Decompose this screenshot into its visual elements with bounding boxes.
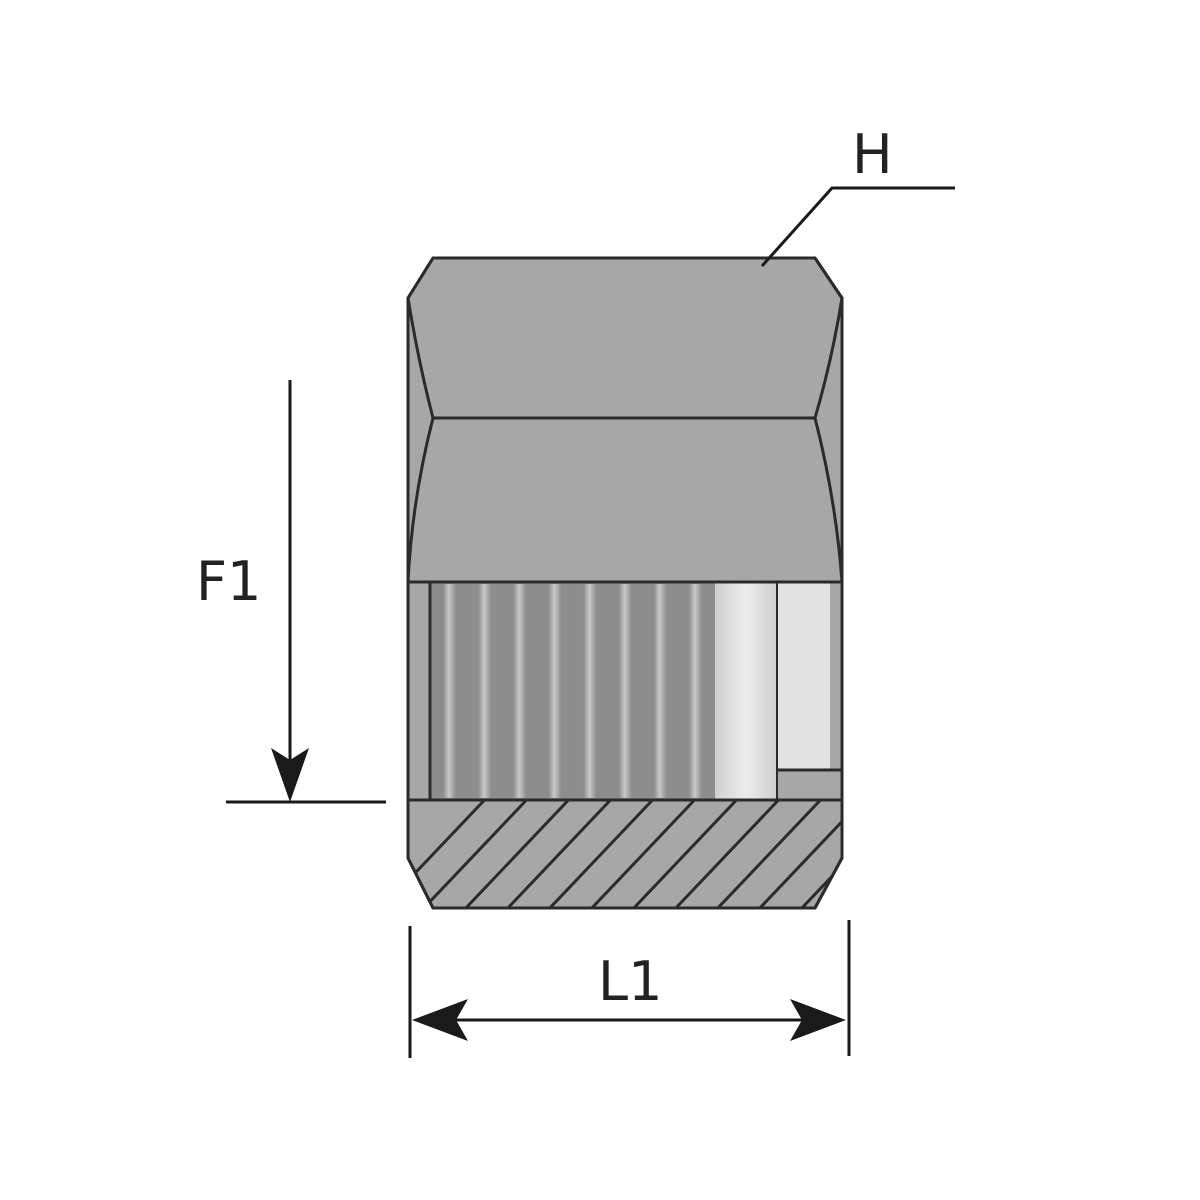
hatch-line <box>588 800 696 908</box>
hex-width-label: H <box>852 123 893 186</box>
thread-ridge <box>583 584 597 798</box>
thread-ridge <box>654 584 667 798</box>
section-hatching <box>408 800 989 910</box>
hatch-line <box>798 800 842 908</box>
hatch-line <box>546 800 654 908</box>
hex-width-leader <box>760 186 955 268</box>
thread-ridges <box>443 584 702 798</box>
thread-arrowhead-icon <box>271 748 309 802</box>
hatch-line <box>672 800 780 908</box>
bore-step <box>777 582 830 770</box>
nut-outline <box>406 256 844 910</box>
hatch-line <box>840 800 842 908</box>
length-arrowhead-right-icon <box>790 999 846 1041</box>
hatch-line <box>504 800 612 908</box>
relief-groove <box>715 582 777 800</box>
length-arrowhead-left-icon <box>412 999 468 1041</box>
hatch-line <box>756 800 842 908</box>
thread-ridge <box>689 584 702 798</box>
length-label: L1 <box>598 950 662 1013</box>
thread-label: F1 <box>196 550 261 613</box>
thread-ridge <box>513 584 527 798</box>
hatch-line <box>408 800 486 908</box>
hatch-line <box>630 800 738 908</box>
hatch-line <box>884 800 989 910</box>
thread-ridge <box>548 584 562 798</box>
thread-section <box>430 582 715 800</box>
thread-ridge <box>618 584 632 798</box>
hatch-line <box>420 800 528 908</box>
thread-ridge <box>443 584 456 798</box>
hatch-line <box>462 800 570 908</box>
left-wall <box>408 582 430 800</box>
thread-ridge <box>478 584 491 798</box>
length-dimension <box>408 920 851 1058</box>
hatch-line <box>714 800 822 908</box>
thread-dimension <box>226 380 386 804</box>
